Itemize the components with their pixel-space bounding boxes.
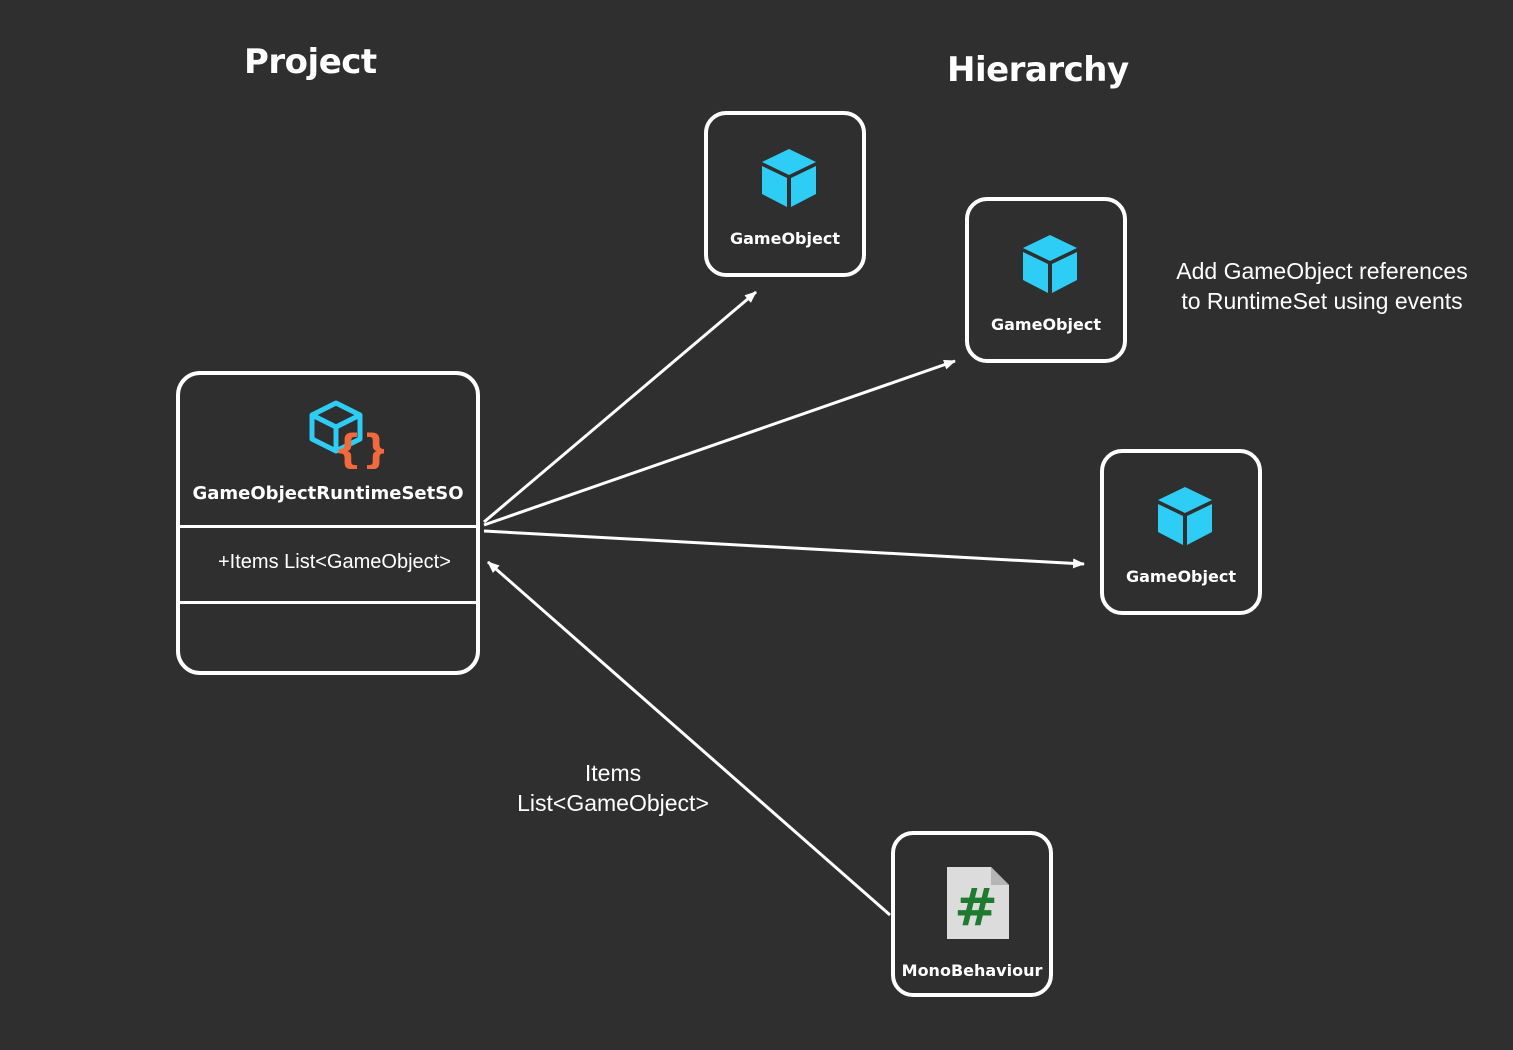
svg-text:{}: {} bbox=[334, 427, 384, 469]
runtime-set-title: GameObjectRuntimeSetSO bbox=[192, 483, 464, 504]
events-annotation: Add GameObject references to RuntimeSet … bbox=[1164, 256, 1480, 316]
runtime-set-divider-top bbox=[180, 525, 476, 528]
svg-text:#: # bbox=[954, 878, 998, 938]
gameobject-node-3[interactable]: GameObject bbox=[1100, 449, 1262, 615]
gameobject-label: GameObject bbox=[991, 315, 1101, 334]
gameobject-label: GameObject bbox=[730, 229, 840, 248]
cube-icon bbox=[762, 149, 816, 207]
monobehaviour-node[interactable]: # MonoBehaviour bbox=[891, 831, 1053, 997]
gameobject-node-1[interactable]: GameObject bbox=[704, 111, 866, 277]
items-annotation: Items List<GameObject> bbox=[502, 758, 724, 818]
events-annotation-line-1: Add GameObject references bbox=[1176, 258, 1468, 284]
arrow-to-gameobject-3 bbox=[483, 529, 1085, 569]
runtime-set-divider-bottom bbox=[180, 601, 476, 604]
runtime-set-items-field: +Items List<GameObject> bbox=[218, 551, 451, 573]
arrow-to-gameobject-2 bbox=[483, 359, 956, 527]
arrow-monobehaviour-to-runtime-set bbox=[487, 560, 891, 917]
items-annotation-line-1: Items bbox=[584, 760, 642, 786]
scriptable-object-icon: {} bbox=[309, 400, 384, 469]
hierarchy-heading: Hierarchy bbox=[947, 50, 1129, 90]
project-heading: Project bbox=[244, 42, 377, 82]
cube-icon bbox=[1023, 235, 1077, 293]
monobehaviour-label: MonoBehaviour bbox=[901, 961, 1043, 980]
csharp-script-icon: # bbox=[947, 867, 1009, 939]
events-annotation-line-2: to RuntimeSet using events bbox=[1181, 288, 1463, 314]
arrow-to-gameobject-1 bbox=[483, 290, 757, 524]
runtime-set-node[interactable]: {} GameObjectRuntimeSetSO +Items List<Ga… bbox=[176, 371, 480, 675]
cube-icon bbox=[1158, 487, 1212, 545]
items-annotation-line-2: List<GameObject> bbox=[517, 790, 709, 816]
gameobject-label: GameObject bbox=[1126, 567, 1236, 586]
gameobject-node-2[interactable]: GameObject bbox=[965, 197, 1127, 363]
